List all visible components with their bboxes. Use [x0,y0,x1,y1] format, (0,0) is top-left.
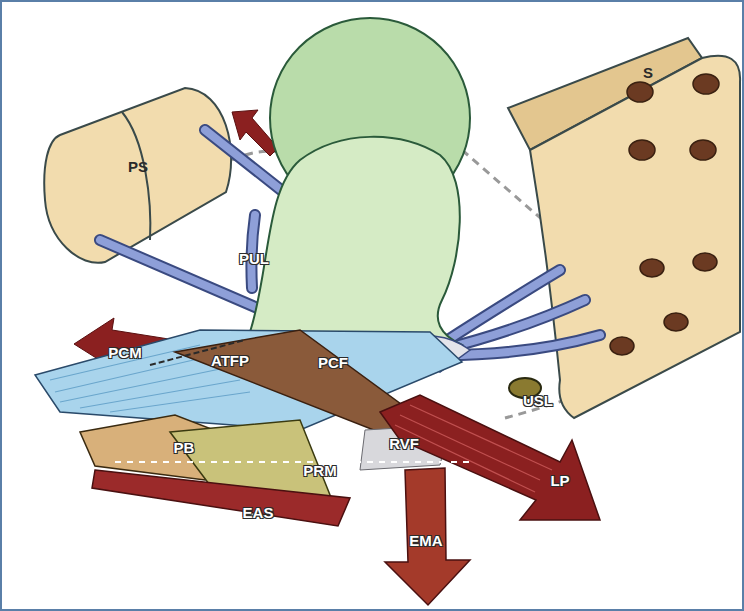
pubic-bone [44,88,231,263]
muscle-striation [50,345,250,412]
part-label: EMA [409,533,442,548]
symphysis-line [122,112,150,240]
sacrum-block [530,56,740,418]
part-label: PB [174,440,195,455]
dashed-line [115,461,470,463]
part-label: EAS [243,505,274,520]
part-label: LP [550,473,569,488]
external-anal-sphincter [92,470,350,526]
part-label: ATFP [211,353,249,368]
part-label: PUL [239,251,269,266]
part-label: S [643,65,653,80]
part-label: PRM [303,463,336,478]
part-label: RVF [389,436,419,451]
downward-arrow [385,468,470,605]
part-label: PCF [318,355,348,370]
part-label: PCM [108,345,141,360]
part-label: PS [128,159,148,174]
sacral-foramina [610,74,719,355]
part-label: USL [523,393,553,408]
